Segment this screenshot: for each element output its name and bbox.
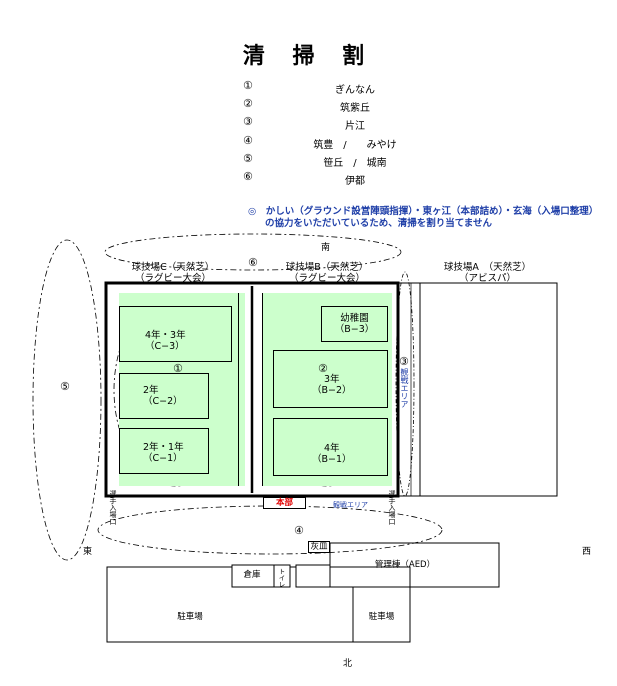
circle-5: ⑤ (60, 380, 70, 393)
assignment-num: ⑥ (243, 170, 253, 183)
zone-c1: 2年・1年 （C−1） (119, 428, 209, 474)
direction-south: 南 (321, 243, 331, 253)
assignment-num: ③ (243, 115, 253, 128)
field-a-label: 球技場A （天然芝） （アビスパ） (430, 262, 545, 284)
ashtray-label: 灰皿 (310, 542, 328, 552)
zone-5-outline (32, 239, 102, 561)
player-entrance-right: 選手入場口 (388, 490, 396, 525)
zone-b2-code: （B−2） (312, 385, 352, 396)
toilet-label: トイレ (277, 568, 285, 588)
honbu-box: 本部 (263, 497, 306, 509)
note-line-2: の協力をいただいているため、清掃を割り当てません (265, 218, 492, 229)
small-building (295, 564, 331, 588)
circle-3: ③ (399, 355, 409, 368)
direction-east: 東 (83, 547, 93, 557)
parking-label-1: 駐車場 (177, 612, 203, 622)
circle-4: ④ (294, 524, 304, 537)
assignment-num: ② (243, 97, 253, 110)
circle-2: ② (318, 362, 328, 375)
assignment-num: ④ (243, 134, 253, 147)
zone-b1-grade: 4年 (323, 443, 340, 454)
assignment-name: ぎんなん (335, 85, 375, 96)
field-c-name: 球技場C（天然芝） (131, 262, 215, 273)
field-a-sub: （アビスパ） (458, 273, 516, 284)
assignment-name: 筑紫丘 (340, 103, 370, 114)
field-a-name: 球技場A （天然芝） (443, 262, 532, 273)
zone-c1-code: （C−1） (143, 453, 183, 464)
field-b-label: 球技場B（天然芝） （ラグビー大会） (272, 262, 382, 284)
zone-b1: 4年 （B−1） (273, 418, 388, 476)
zone-b2-grade: 3年 (323, 374, 340, 385)
zone-3-outline (395, 271, 415, 497)
assignment-num: ⑤ (243, 152, 253, 165)
zone-c1-grade: 2年・1年 (143, 442, 184, 453)
field-b-name: 球技場B（天然芝） (285, 262, 369, 273)
kanri-label: 管理棟（AED） (374, 560, 436, 570)
field-b-sub: （ラグビー大会） (288, 273, 365, 284)
zone-c3: 4年・3年 （C−3） (119, 306, 232, 362)
zone-c3-grade: 4年・3年 (145, 330, 186, 341)
zone-4-outline (97, 505, 443, 555)
souko-label: 倉庫 (243, 570, 261, 580)
assignment-num: ① (243, 79, 253, 92)
zone-b1-code: （B−1） (312, 454, 352, 465)
zone-c2: 2年 （C−2） (119, 373, 209, 419)
zone-c2-code: （C−2） (143, 396, 183, 407)
assignment-name: 笹丘 / 城南 (323, 158, 387, 169)
souko-building (231, 564, 291, 588)
note-line-1: ◎ かしい（グラウンド設営陣頭指揮）・東ヶ江（本部詰め）・玄海（入場口整理） (248, 206, 599, 217)
ashtray-box: 灰皿 (308, 541, 330, 553)
assignment-name: 伊都 (345, 176, 365, 187)
circle-6: ⑥ (248, 256, 258, 269)
fields-bc-frame (104, 281, 400, 498)
zone-b3: 幼稚園 （B−3） (321, 306, 388, 342)
field-c-sideline (238, 293, 239, 486)
honbu-label: 本部 (275, 498, 293, 508)
direction-north: 北 (343, 659, 353, 669)
spectator-area-right: 観戦エリア (400, 368, 409, 408)
parking-label-2: 駐車場 (368, 612, 395, 622)
zone-b3-code: （B−3） (334, 324, 375, 335)
zone-b3-grade: 幼稚園 (340, 313, 369, 324)
player-entrance-left: 選手入場口 (109, 490, 117, 525)
zone-b2: 3年 （B−2） (273, 350, 388, 408)
field-a-box (419, 282, 558, 497)
zone-c2-grade: 2年 (143, 385, 159, 396)
field-c-label: 球技場C（天然芝） （ラグビー大会） (118, 262, 228, 284)
circle-1: ① (173, 362, 183, 375)
zone-6-outline (104, 233, 402, 271)
spectator-area-bottom: 観戦エリア (333, 501, 368, 509)
direction-west: 西 (582, 547, 592, 557)
field-c-sub: （ラグビー大会） (134, 273, 211, 284)
assignment-name: 片江 (345, 121, 365, 132)
assignment-name: 筑豊 / みやけ (313, 140, 397, 151)
field-b-sideline (262, 293, 263, 486)
page-title: 清 掃 割 (242, 44, 375, 69)
zone-c3-code: （C−3） (145, 341, 185, 352)
